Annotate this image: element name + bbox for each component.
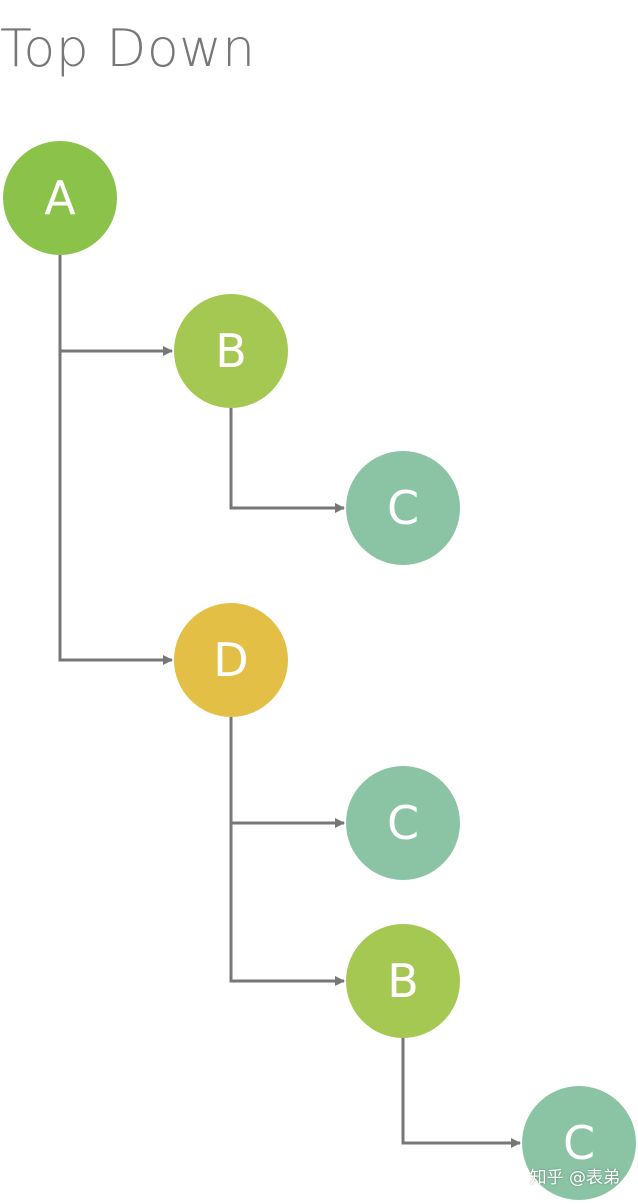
connector-n4-n5 (229, 717, 345, 828)
node-label: A (44, 171, 76, 225)
node-d-4: D (174, 603, 288, 717)
diagram-title: Top Down (0, 19, 256, 79)
node-b-6: B (346, 924, 460, 1038)
node-c-5: C (346, 766, 460, 880)
node-circle (3, 141, 117, 255)
node-label: C (387, 481, 419, 535)
node-circle (346, 766, 460, 880)
node-b-2: B (174, 294, 288, 408)
connector-n2-n3 (229, 408, 345, 513)
node-circle (346, 451, 460, 565)
node-circle (174, 603, 288, 717)
node-label: C (387, 796, 419, 850)
node-label: B (387, 954, 419, 1008)
connector-n1-n4 (58, 255, 173, 665)
watermark: 知乎 @表弟 (529, 1168, 620, 1188)
connector-n1-n2 (58, 255, 173, 356)
nodes: A B C D C B C (3, 141, 636, 1200)
node-circle (522, 1086, 636, 1200)
connector-n6-n7 (401, 1038, 521, 1148)
node-circle (174, 294, 288, 408)
connectors (58, 255, 521, 1148)
connector-n4-n6 (229, 717, 345, 986)
node-circle (346, 924, 460, 1038)
node-label: C (563, 1116, 595, 1170)
node-c-3: C (346, 451, 460, 565)
node-label: D (213, 633, 248, 687)
node-label: B (215, 324, 247, 378)
node-c-7: C (522, 1086, 636, 1200)
node-a-1: A (3, 141, 117, 255)
